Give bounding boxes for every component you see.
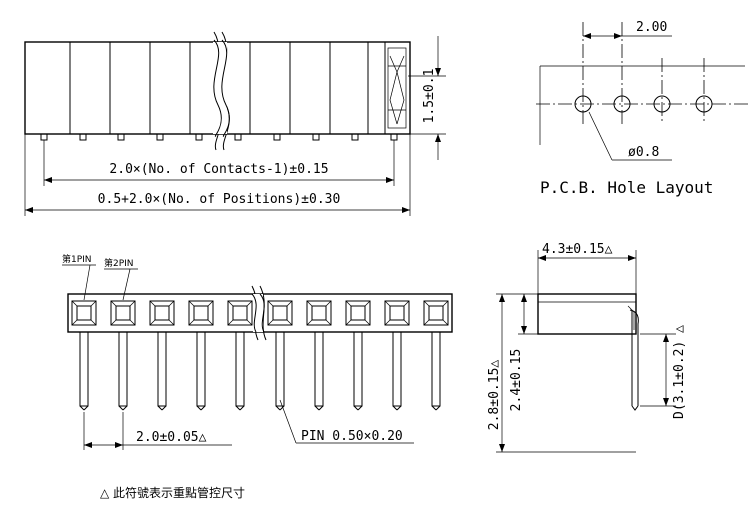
label-pin2: 第2PIN [104,257,134,269]
top-view-tails [40,133,398,141]
side-dim-body-height: 2.4±0.15 [509,349,524,412]
side-dim-tail: D(3.1±0.2) △ [672,325,687,419]
front-dim-pitch: 2.0±0.05△ [136,430,207,445]
front-pins [79,331,441,411]
footnote: △ 此符號表示重點管控尺寸 [100,485,245,500]
side-view: 4.3±0.15△ 2.8±0.15△ 2.4±0.15 D(3.1±0.2) … [487,242,687,453]
contact-detail [387,47,407,129]
pcb-layout: 2.00 ø0.8 P.C.B. Hole Layout [536,20,748,197]
side-view-body [537,293,637,335]
top-view-dividers [69,42,386,134]
side-dim-width: 4.3±0.15△ [542,242,613,257]
pcb-dim-pitch: 2.00 [636,20,667,35]
label-pin1: 第1PIN [62,253,92,265]
dim-pitch-total: 2.0×(No. of Contacts-1)±0.15 [109,162,328,177]
pcb-holes [574,95,713,113]
dim-height: 1.5±0.1 [422,69,437,124]
front-view: 第1PIN 第2PIN 2.0±0.05△ PIN 0.50×0.20 [62,253,453,450]
pcb-caption: P.C.B. Hole Layout [540,178,713,197]
top-view: 2.0×(No. of Contacts-1)±0.15 0.5+2.0×(No… [24,31,446,216]
pcb-hole-centerlines [582,22,705,124]
pcb-dim-hole: ø0.8 [628,145,659,160]
front-dim-pin: PIN 0.50×0.20 [301,429,403,444]
side-dim-total-height: 2.8±0.15△ [487,360,502,431]
dim-overall: 0.5+2.0×(No. of Positions)±0.30 [98,192,341,207]
front-cavities [71,300,449,326]
